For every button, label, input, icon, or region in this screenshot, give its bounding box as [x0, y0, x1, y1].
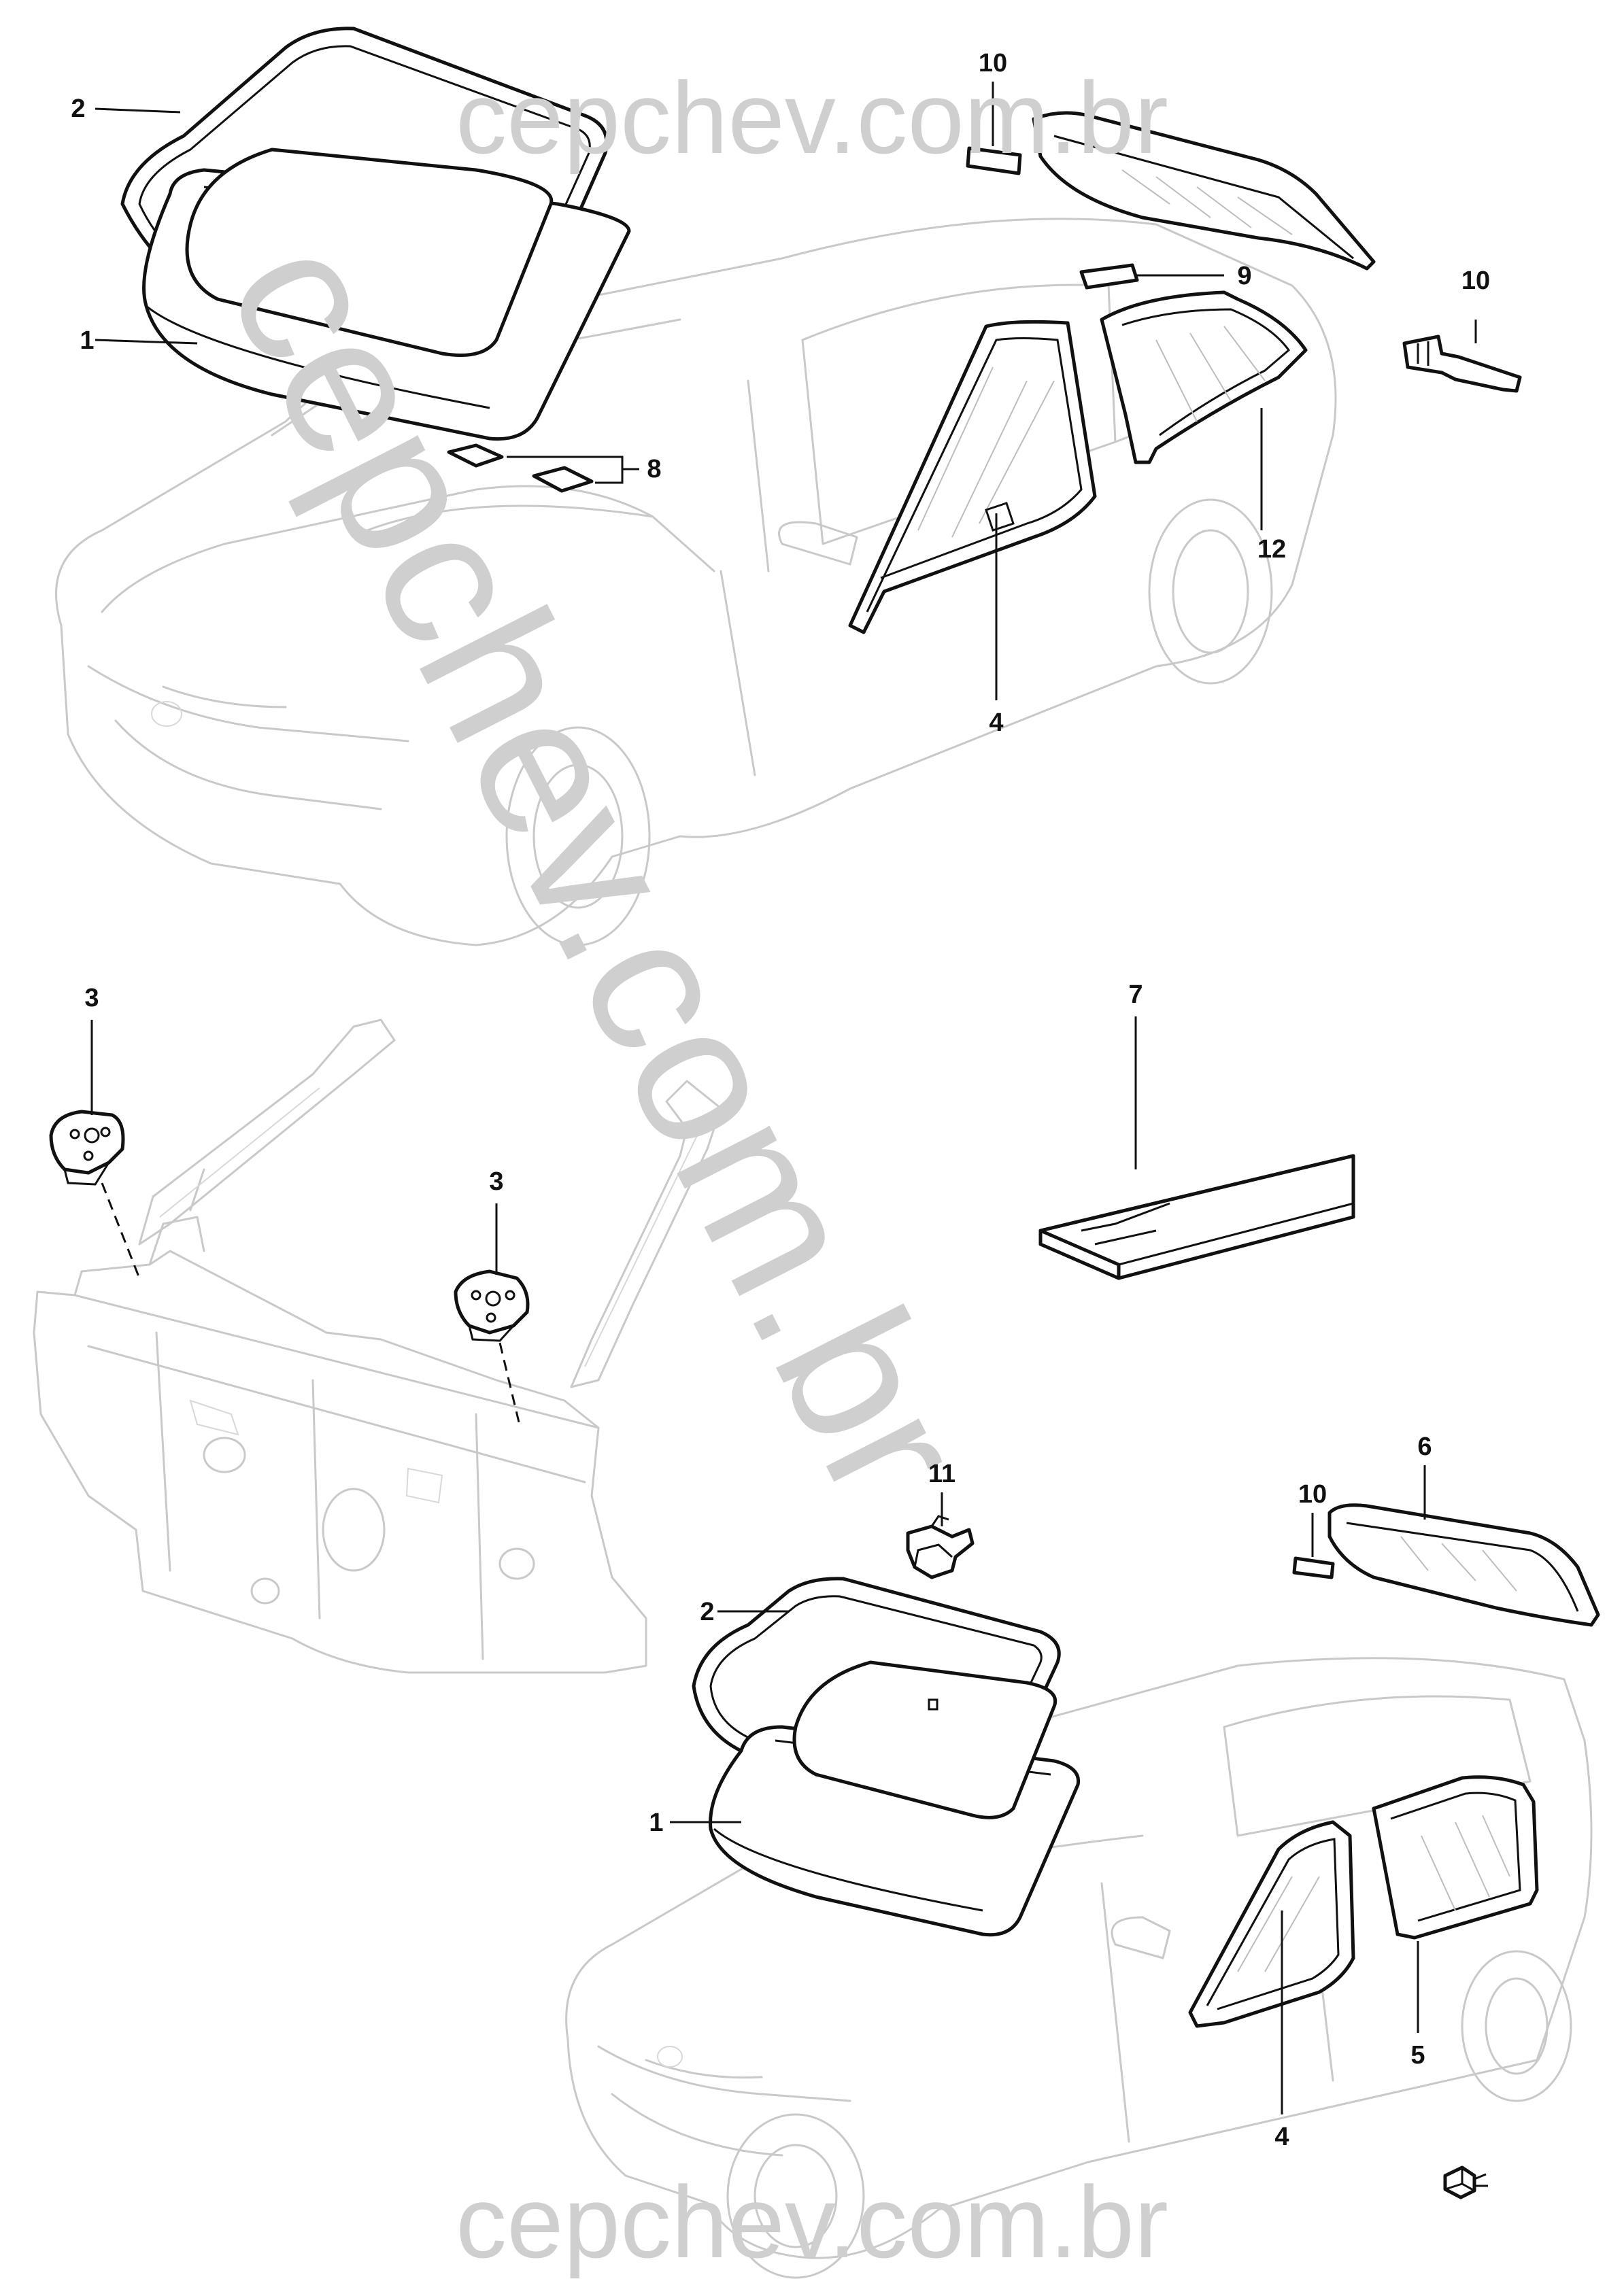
top-door-glass-4: [848, 320, 1097, 634]
a-pillar-right-ghost: [570, 1080, 722, 1388]
bracket-dashed-lines: [101, 1182, 522, 1428]
callout-bottom-10: 10: [1298, 1480, 1327, 1509]
callout-bottom-4: 4: [1274, 2123, 1289, 2151]
callout-bottom-11: 11: [928, 1460, 955, 1488]
bottom-windshield-frame-inner: [792, 1660, 1057, 1819]
top-rear-strip: [1032, 111, 1376, 271]
callout-top-9: 9: [1237, 262, 1251, 290]
middle-leader-lines: [90, 1016, 1137, 1275]
bracket-3-left: [49, 1110, 125, 1186]
rear-door-glass-5: [1372, 1775, 1539, 1940]
callout-middle-3-right: 3: [489, 1167, 503, 1196]
top-clip-10: [1402, 335, 1522, 393]
callout-top-4: 4: [989, 708, 1003, 737]
callout-bottom-5: 5: [1410, 2041, 1425, 2070]
callout-middle-7: 7: [1128, 980, 1143, 1009]
top-quarter-window-12: [1100, 290, 1308, 464]
callout-middle-3-left: 3: [84, 984, 99, 1012]
callout-top-8: 8: [647, 455, 661, 483]
bottom-leader-lines: [670, 1465, 1426, 2114]
callout-bottom-6: 6: [1417, 1433, 1432, 1461]
top-pad-10: [966, 146, 1022, 175]
callout-bottom-1: 1: [649, 1809, 663, 1837]
callout-top-1: 1: [80, 326, 94, 355]
callout-top-12: 12: [1257, 535, 1286, 564]
bottom-door-glass-4: [1188, 1820, 1355, 2028]
rear-strip-6: [1327, 1503, 1600, 1627]
box-7: [1038, 1154, 1355, 1280]
bottom-windshield-sensor-icon: [928, 1698, 938, 1711]
bottom-car-body-ghost: [565, 1657, 1593, 2279]
firewall-panel-ghost: [33, 1168, 647, 1674]
callout-top-10-right: 10: [1461, 267, 1490, 295]
top-windshield-frame-inner: [185, 148, 554, 357]
front-direction-icon: [1443, 2165, 1488, 2199]
top-leader-lines: [95, 82, 1477, 700]
watermark-top: cepchev.com.br: [456, 61, 1168, 175]
callout-bottom-2: 2: [700, 1598, 714, 1626]
bottom-pad-10: [1292, 1556, 1335, 1579]
callout-top-10: 10: [979, 49, 1007, 78]
watermark-bottom: cepchev.com.br: [456, 2165, 1168, 2279]
top-pad-9: [1079, 263, 1139, 290]
a-pillar-left-ghost: [138, 1018, 396, 1246]
clip-11: [906, 1515, 975, 1579]
callout-top-2: 2: [71, 95, 85, 123]
top-pads-8: [447, 443, 594, 493]
watermark-diagonal: cepchev.com.br: [186, 205, 1009, 1532]
bracket-3-right: [454, 1269, 530, 1342]
